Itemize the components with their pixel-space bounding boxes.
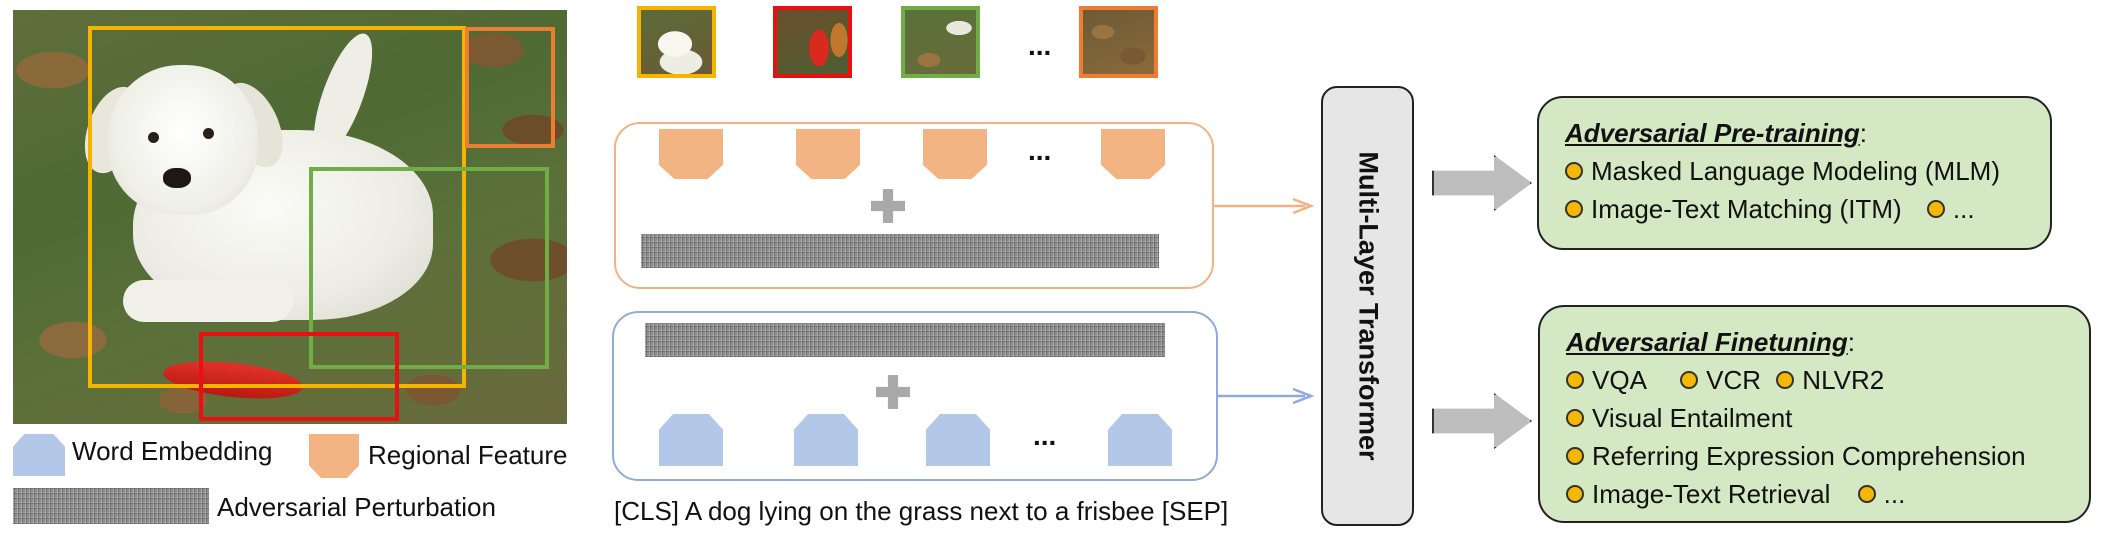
transformer-label: Multi-Layer Transformer bbox=[1353, 151, 1383, 461]
finetuning-line-3: Referring Expression Comprehension bbox=[1566, 437, 2069, 475]
pretraining-box: Adversarial Pre-training: Masked Languag… bbox=[1537, 96, 2052, 250]
regional-feature-3 bbox=[923, 129, 987, 179]
dog-nose bbox=[163, 168, 191, 188]
finetuning-heading: Adversarial Finetuning: bbox=[1566, 323, 2069, 361]
pretraining-line-2: Image-Text Matching (ITM) ... bbox=[1565, 190, 2030, 228]
text-perturbation-bar bbox=[645, 323, 1165, 357]
legend-regional-feature-swatch bbox=[309, 434, 359, 478]
dog-eye-left bbox=[148, 132, 159, 143]
dog-photo bbox=[13, 10, 567, 424]
feature-ellipsis: ... bbox=[1028, 135, 1052, 166]
thumbnail-leaves bbox=[1079, 6, 1158, 78]
bullet-icon bbox=[1680, 371, 1699, 390]
finetuning-item: Referring Expression Comprehension bbox=[1566, 437, 2026, 475]
regional-feature-1 bbox=[659, 129, 723, 179]
pretraining-line-1: Masked Language Modeling (MLM) bbox=[1565, 152, 2030, 190]
finetuning-item: VCR bbox=[1680, 361, 1761, 399]
word-embedding-4 bbox=[1108, 414, 1172, 466]
finetuning-item-label: Image-Text Retrieval bbox=[1592, 479, 1831, 509]
word-embedding-2 bbox=[794, 414, 858, 466]
thumbnail-grass bbox=[901, 6, 980, 78]
bullet-icon bbox=[1565, 162, 1583, 181]
bullet-icon bbox=[1926, 200, 1945, 219]
pretraining-heading: Adversarial Pre-training: bbox=[1565, 114, 2030, 152]
regional-feature-2 bbox=[796, 129, 860, 179]
thumbnail-ellipsis: ... bbox=[1028, 30, 1052, 61]
finetuning-item: ... bbox=[1857, 475, 1906, 513]
pretraining-item-label: Image-Text Matching (ITM) bbox=[1591, 194, 1902, 224]
legend-perturbation-label: Adversarial Perturbation bbox=[217, 492, 496, 522]
bullet-icon bbox=[1776, 371, 1795, 390]
bullet-icon bbox=[1565, 200, 1583, 219]
legend-word-embedding-label: Word Embedding bbox=[72, 436, 273, 466]
finetuning-box: Adversarial Finetuning: VQA VCR NLVR2 Vi… bbox=[1538, 305, 2091, 523]
word-embedding-3 bbox=[926, 414, 990, 466]
legend-perturbation-swatch bbox=[13, 488, 209, 524]
bbox-red-frisbee bbox=[199, 332, 399, 421]
legend-regional-feature-label: Regional Feature bbox=[368, 440, 568, 470]
dog-leg bbox=[123, 280, 293, 322]
pretraining-item-label: Masked Language Modeling (MLM) bbox=[1591, 156, 2000, 186]
finetuning-item-label: ... bbox=[1883, 479, 1906, 509]
bullet-icon bbox=[1566, 371, 1584, 390]
image-stream-arrowhead bbox=[1292, 197, 1315, 215]
pretraining-item: Image-Text Matching (ITM) bbox=[1565, 190, 1902, 228]
bullet-icon bbox=[1566, 485, 1584, 504]
finetuning-colon: : bbox=[1847, 327, 1855, 357]
bbox-green-grass bbox=[309, 167, 549, 369]
finetuning-line-4: Image-Text Retrieval ... bbox=[1566, 475, 2069, 513]
bullet-icon bbox=[1857, 485, 1876, 504]
image-perturbation-bar bbox=[641, 234, 1159, 268]
transformer-block: Multi-Layer Transformer bbox=[1321, 86, 1414, 526]
bullet-icon bbox=[1566, 409, 1584, 428]
regional-feature-4 bbox=[1101, 129, 1165, 179]
pretraining-item-label: ... bbox=[1952, 194, 1975, 224]
word-ellipsis: ... bbox=[1033, 420, 1057, 451]
finetuning-item-label: NLVR2 bbox=[1802, 365, 1885, 395]
finetuning-item-label: VQA bbox=[1592, 365, 1647, 395]
thumbnail-dog bbox=[637, 6, 716, 78]
dog-eye-right bbox=[203, 128, 214, 139]
text-stream-arrowhead bbox=[1292, 387, 1315, 405]
finetuning-item: VQA bbox=[1566, 361, 1647, 399]
pretraining-colon: : bbox=[1859, 118, 1868, 148]
thumbnail-frisbee bbox=[773, 6, 852, 78]
pretraining-item: ... bbox=[1926, 190, 1975, 228]
finetuning-line-1: VQA VCR NLVR2 bbox=[1566, 361, 2069, 399]
finetuning-title: Adversarial Finetuning bbox=[1566, 327, 1848, 357]
bbox-yellow-dog bbox=[88, 26, 466, 388]
finetuning-item-label: Visual Entailment bbox=[1592, 403, 1793, 433]
legend-word-embedding-swatch bbox=[13, 434, 65, 476]
finetuning-item: Image-Text Retrieval bbox=[1566, 475, 1830, 513]
word-embedding-1 bbox=[659, 414, 723, 466]
caption-text: [CLS] A dog lying on the grass next to a… bbox=[614, 496, 1229, 526]
finetuning-item: NLVR2 bbox=[1776, 361, 1884, 399]
pretraining-title: Adversarial Pre-training bbox=[1565, 118, 1860, 148]
finetuning-item-label: VCR bbox=[1706, 365, 1762, 395]
finetuning-item-label: Referring Expression Comprehension bbox=[1592, 441, 2026, 471]
bullet-icon bbox=[1566, 447, 1584, 466]
bbox-orange-leaves bbox=[465, 27, 555, 148]
finetuning-line-2: Visual Entailment bbox=[1566, 399, 2069, 437]
finetuning-item: Visual Entailment bbox=[1566, 399, 1792, 437]
pretraining-item: Masked Language Modeling (MLM) bbox=[1565, 152, 2000, 190]
dog-head bbox=[108, 65, 258, 215]
